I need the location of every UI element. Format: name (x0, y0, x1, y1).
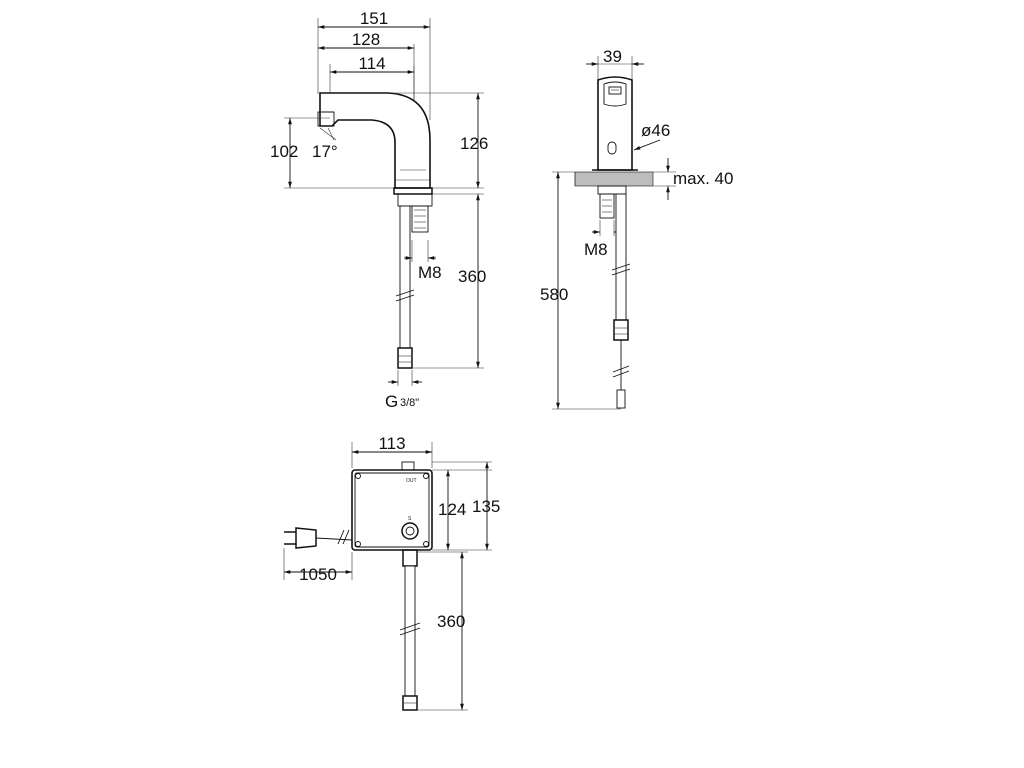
dim-126: 126 (460, 134, 488, 153)
hose-side (399, 205, 411, 349)
dim-114: 114 (358, 54, 385, 73)
label-knob: S (408, 516, 412, 522)
aerator (317, 111, 335, 127)
dim-360-side: 360 (458, 267, 486, 286)
control-box (351, 469, 433, 551)
dim-128: 128 (352, 30, 380, 49)
mount-stud (411, 205, 429, 233)
mount-stud-front (599, 193, 615, 219)
dim-diameter-46: ø46 (641, 121, 670, 140)
power-plug (295, 527, 317, 549)
dim-1050: 1050 (299, 565, 337, 584)
sensor-window (607, 141, 617, 155)
dim-39: 39 (603, 47, 622, 66)
adjust-knob (401, 522, 419, 540)
hose-front (615, 193, 627, 321)
dim-124: 124 (438, 500, 466, 519)
dim-m8-front: M8 (584, 240, 608, 259)
outlet-connector (401, 461, 415, 471)
label-out: OUT (406, 478, 417, 484)
front-view: 39 ø46 max. 40 M8 (540, 47, 733, 410)
hose-box (404, 565, 416, 697)
dim-135: 135 (472, 497, 500, 516)
dim-17deg: 17° (312, 142, 338, 161)
tap-spout-side (319, 92, 431, 189)
dim-g-fraction: 3/8" (400, 397, 419, 409)
deck-section (574, 171, 654, 187)
dim-151: 151 (360, 9, 388, 28)
dim-102: 102 (270, 142, 298, 161)
cable-plug-front (616, 389, 626, 409)
dim-max-40: max. 40 (673, 169, 733, 188)
control-box-view: 113 OUT S 124 135 1050 (283, 434, 500, 711)
tap-body-front (597, 76, 633, 171)
dim-580: 580 (540, 285, 568, 304)
dim-113: 113 (378, 434, 405, 453)
dim-g: G (385, 392, 398, 411)
dim-360-box: 360 (437, 612, 465, 631)
dim-m8-side: M8 (418, 263, 442, 282)
side-view: 151 128 114 17° 102 126 (270, 9, 488, 411)
